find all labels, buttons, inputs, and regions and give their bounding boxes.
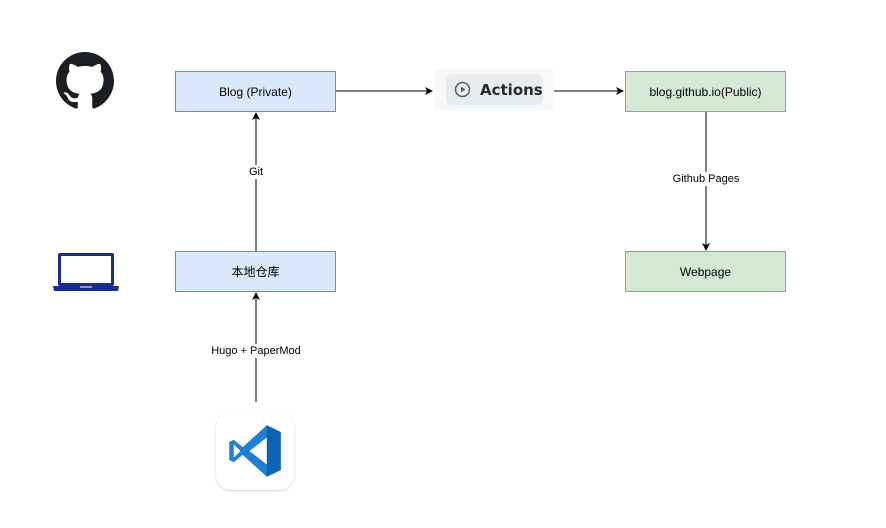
edge-label-github-pages: Github Pages: [669, 172, 743, 186]
actions-label: Actions: [480, 80, 543, 99]
node-blog-public: blog.github.io(Public): [625, 71, 786, 112]
node-local-repo: 本地仓库: [175, 251, 336, 292]
edge-label-git: Git: [245, 165, 267, 179]
edge-label-hugo: Hugo + PaperMod: [208, 344, 304, 358]
node-actions: Actions: [434, 69, 554, 111]
node-webpage-label: Webpage: [679, 264, 732, 279]
play-circle-icon: [454, 81, 471, 98]
node-blog-private: Blog (Private): [175, 71, 336, 112]
github-icon: [55, 52, 115, 115]
node-blog-private-label: Blog (Private): [219, 84, 292, 99]
vscode-icon: [214, 410, 296, 497]
node-webpage: Webpage: [625, 251, 786, 292]
node-blog-public-label: blog.github.io(Public): [649, 84, 762, 99]
actions-button: Actions: [446, 74, 543, 105]
node-local-repo-label: 本地仓库: [231, 265, 280, 279]
laptop-icon: [52, 251, 120, 298]
